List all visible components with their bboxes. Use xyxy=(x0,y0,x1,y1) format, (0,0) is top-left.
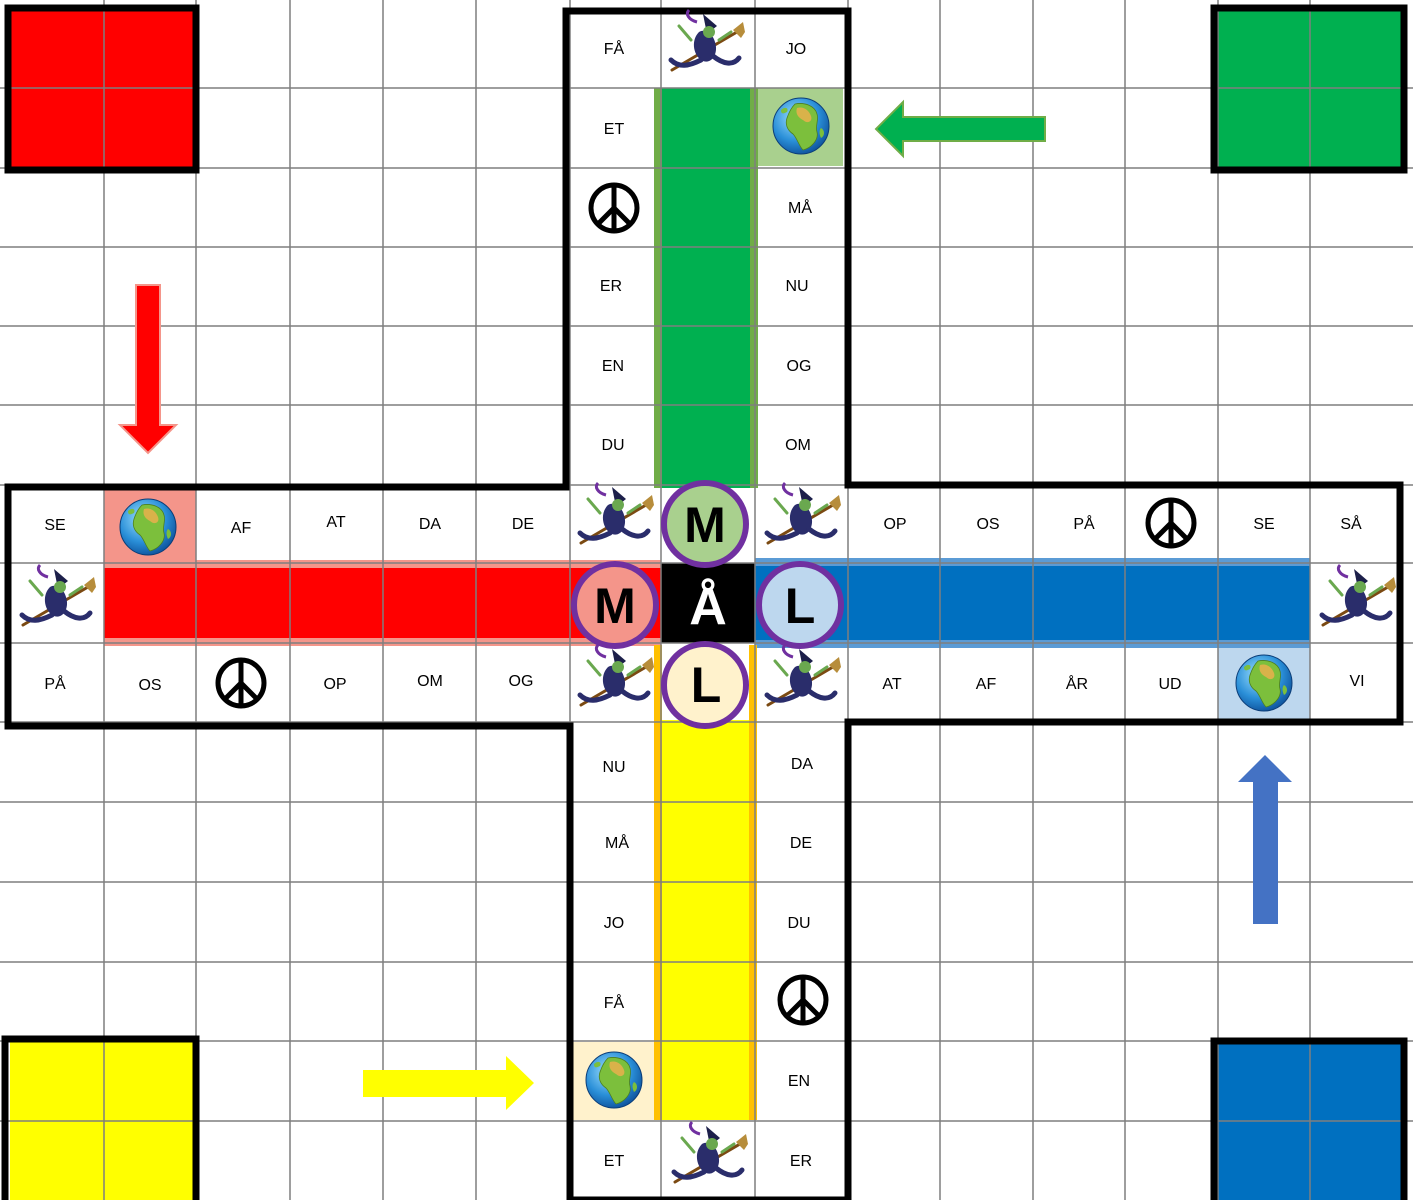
track-cell-word: AT xyxy=(326,514,345,531)
track-cell-word: PÅ xyxy=(44,674,66,693)
witch-on-broom-icon xyxy=(674,1122,748,1182)
track-cell-word: SÅ xyxy=(1340,514,1362,533)
center-letter-top: M xyxy=(684,497,726,553)
track-cell-word: AT xyxy=(882,676,901,693)
center-letter-right: L xyxy=(785,578,816,634)
track-cell-word: DE xyxy=(512,516,534,533)
peace-symbol-icon xyxy=(1148,500,1194,546)
track-cell-word: ÅR xyxy=(1066,674,1088,693)
red-home-base xyxy=(10,10,195,168)
track-cell-word: JO xyxy=(604,915,624,932)
track-cell-word: OS xyxy=(138,677,161,694)
yellow-arrow-icon xyxy=(363,1056,534,1110)
track-cell-word: VI xyxy=(1349,673,1364,690)
green-home-lane xyxy=(658,88,755,488)
red-arrow-icon xyxy=(120,285,176,453)
peace-symbol-icon xyxy=(218,660,264,706)
track-cell-word: DA xyxy=(791,756,814,773)
globe-icon xyxy=(773,98,829,154)
green-lane-border-right xyxy=(750,88,758,488)
track-cell-word: EN xyxy=(788,1073,810,1090)
witch-on-broom-icon xyxy=(1322,565,1396,625)
track-cell-word: MÅ xyxy=(788,198,812,217)
track-cell-word: DA xyxy=(419,516,442,533)
track-cell-word: NU xyxy=(602,759,625,776)
track-cell-word: OP xyxy=(883,516,906,533)
track-cell-word: MÅ xyxy=(605,833,629,852)
track-cell-word: ER xyxy=(790,1153,812,1170)
witch-on-broom-icon xyxy=(22,565,96,625)
track-cell-word: FÅ xyxy=(604,993,625,1012)
track-cell-word: OG xyxy=(509,673,534,690)
yellow-home-lane xyxy=(658,720,755,1120)
peace-symbol-icon xyxy=(780,977,826,1023)
track-cell-word: AF xyxy=(976,676,997,693)
center-letter-bottom: L xyxy=(691,657,722,713)
track-cell-word: SE xyxy=(44,517,65,534)
blue-arrow-icon xyxy=(1238,755,1292,924)
track-cell-word: OG xyxy=(787,358,812,375)
track-cell-word: SE xyxy=(1253,516,1274,533)
track-cell-word: EN xyxy=(602,358,624,375)
track-cell-word: OM xyxy=(785,437,811,454)
track-cell-word: DU xyxy=(787,915,810,932)
track-cell-word: OM xyxy=(417,673,443,690)
track-cell-word: ET xyxy=(604,121,625,138)
track-cell-word: UD xyxy=(1158,676,1181,693)
witch-on-broom-icon xyxy=(767,645,841,705)
track-cell-word: DE xyxy=(790,835,812,852)
peace-symbol-icon xyxy=(591,185,637,231)
green-arrow-icon xyxy=(876,102,1045,156)
track-cell-word: OP xyxy=(323,676,346,693)
center-letter-left: M xyxy=(594,578,636,634)
track-cell-word: FÅ xyxy=(604,39,625,58)
track-cell-word: DU xyxy=(601,437,624,454)
track-cell-word: PÅ xyxy=(1073,514,1095,533)
witch-on-broom-icon xyxy=(671,10,745,70)
globe-icon xyxy=(120,499,176,555)
witch-on-broom-icon xyxy=(580,483,654,543)
witch-on-broom-icon xyxy=(767,483,841,543)
track-cell-word: AF xyxy=(231,520,252,537)
globe-icon xyxy=(1236,655,1292,711)
globe-icon xyxy=(586,1052,642,1108)
track-cell-word: ER xyxy=(600,278,622,295)
center-label: Å xyxy=(689,578,727,636)
witch-on-broom-icon xyxy=(580,645,654,705)
track-cell-word: ET xyxy=(604,1153,625,1170)
track-cell-word: NU xyxy=(785,278,808,295)
track-cell-word: JO xyxy=(786,41,806,58)
track-cell-word: OS xyxy=(976,516,999,533)
